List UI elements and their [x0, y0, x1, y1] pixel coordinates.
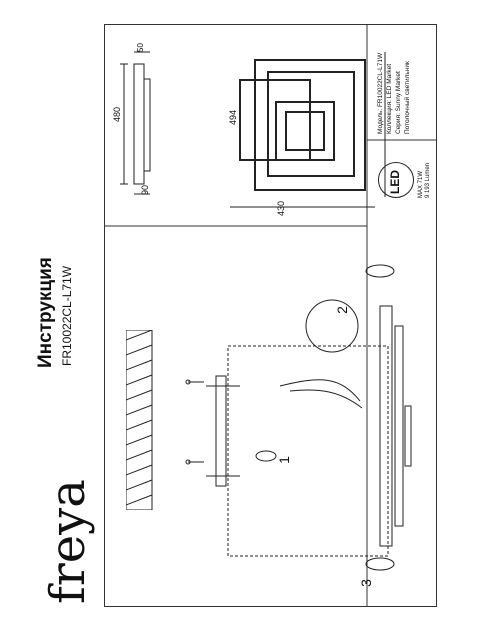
dim-diagonal: 494	[228, 109, 238, 125]
doc-title: Инструкция	[35, 257, 56, 368]
front-view-drawing	[230, 52, 386, 208]
dim-depth: 90	[140, 184, 150, 195]
spec-block: Модель: FR10022CL-L71W Коллекция: LED Ma…	[376, 53, 412, 134]
spec-row: Модель: FR10022CL-L71W	[377, 52, 384, 134]
step-number: 2	[333, 306, 350, 314]
spec-row: Коллекция: LED Market	[386, 63, 393, 134]
dim-height-top: 50	[136, 43, 145, 52]
step-number: 3	[357, 579, 374, 587]
lumen: 9 193 Lumen	[425, 162, 431, 198]
page-frame	[104, 24, 437, 607]
dim-width: 430	[276, 200, 286, 216]
brand-logo: freya	[40, 479, 96, 604]
led-label: LED	[388, 170, 402, 194]
dim-height-total: 480	[112, 106, 122, 122]
installation-drawing	[185, 264, 412, 571]
side-view-drawing	[120, 51, 151, 195]
spec-row: Потолочный светильник	[404, 61, 411, 134]
max-power: MAX 71W	[418, 170, 424, 198]
led-badge	[378, 162, 414, 198]
spec-row: Серия: Sunny Market	[395, 71, 402, 134]
power-block: MAX 71W 9 193 Lumen	[418, 163, 432, 198]
step-number: 1	[275, 456, 292, 464]
doc-model: FR10022CL-L71W	[60, 265, 74, 366]
ceiling-hatch	[126, 330, 153, 510]
